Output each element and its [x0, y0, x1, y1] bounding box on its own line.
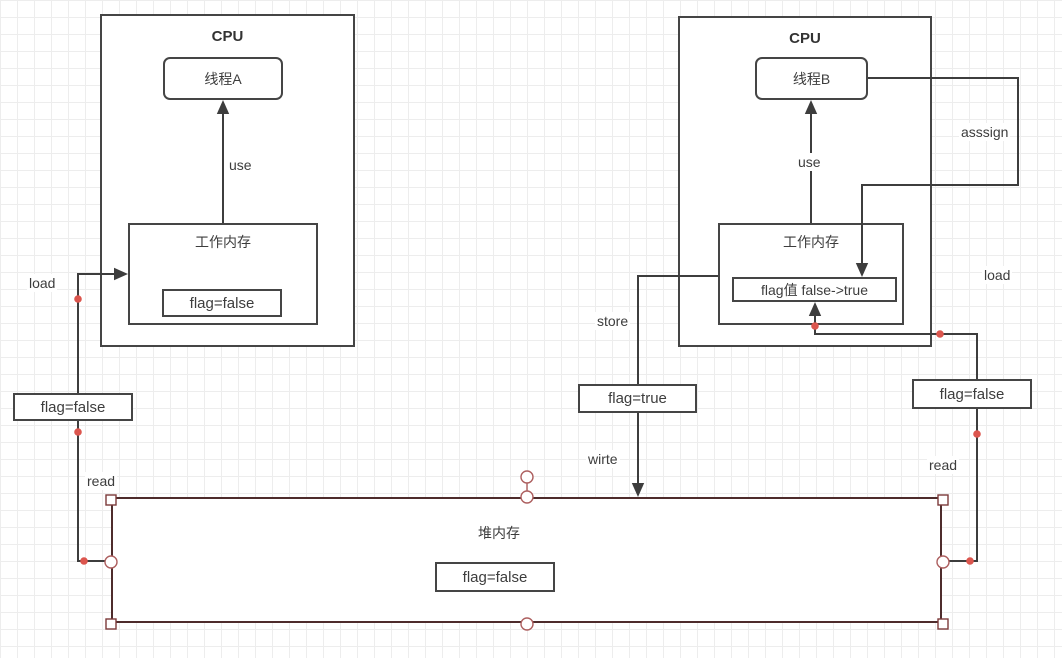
thread-b-node[interactable]: 线程B [755, 57, 868, 100]
waypoint-dot[interactable] [973, 430, 981, 438]
flag-false-right-node[interactable]: flag=false [912, 379, 1032, 409]
selection-handle-e[interactable] [936, 555, 950, 569]
heap-selection-handles [104, 470, 950, 631]
flag-false-left-node[interactable]: flag=false [13, 393, 133, 421]
read-label-left[interactable]: read [85, 472, 118, 490]
flag-true-label: flag=true [608, 390, 667, 407]
flag-false-right-label: flag=false [939, 385, 1005, 403]
rotation-handle[interactable] [520, 470, 534, 484]
assign-label[interactable]: asssign [959, 123, 1011, 141]
waypoint-dot[interactable] [936, 330, 944, 338]
load-label-right[interactable]: load [982, 266, 1013, 284]
working-memory-b-box[interactable]: 工作内存 [718, 223, 904, 325]
store-write-edge[interactable] [631, 275, 718, 497]
heap-memory-box[interactable] [111, 497, 942, 623]
heap-flag-false-node[interactable]: flag=false [435, 562, 555, 592]
working-memory-b-title: 工作内存 [783, 234, 839, 250]
selection-handle-nw[interactable] [105, 494, 117, 506]
waypoint-dot[interactable] [74, 295, 82, 303]
waypoint-dot[interactable] [80, 557, 88, 565]
selection-handle-n[interactable] [520, 490, 534, 504]
read-label-right[interactable]: read [927, 456, 960, 474]
flag-false-node-a[interactable]: flag=false [162, 289, 282, 317]
use-label-b[interactable]: use [796, 153, 823, 171]
thread-b-label: 线程B [792, 70, 831, 87]
use-arrow-a[interactable] [216, 100, 230, 223]
cpu-a-title: CPU [211, 28, 244, 45]
working-memory-a-title: 工作内存 [195, 234, 251, 250]
selection-handle-ne[interactable] [937, 494, 949, 506]
thread-a-node[interactable]: 线程A [163, 57, 283, 100]
selection-handle-sw[interactable] [105, 618, 117, 630]
flag-true-node[interactable]: flag=true [578, 384, 697, 413]
use-label-a[interactable]: use [227, 156, 254, 174]
waypoint-dot[interactable] [811, 322, 819, 330]
selection-handle-w[interactable] [104, 555, 118, 569]
thread-a-label: 线程A [204, 70, 242, 87]
waypoint-dot[interactable] [966, 557, 974, 565]
flag-value-node-b[interactable]: flag值 false->true [732, 277, 897, 302]
heap-memory-title: 堆内存 [478, 525, 520, 541]
flag-false-node-a-label: flag=false [189, 294, 255, 312]
flag-false-left-label: flag=false [40, 398, 106, 416]
heap-flag-false-label: flag=false [462, 568, 528, 586]
selection-handle-se[interactable] [937, 618, 949, 630]
selection-handle-s[interactable] [520, 617, 534, 631]
assign-edge[interactable] [855, 77, 1019, 277]
cpu-b-title: CPU [789, 30, 821, 47]
waypoint-dot[interactable] [74, 428, 82, 436]
write-label[interactable]: wirte [586, 450, 620, 468]
load-label-left[interactable]: load [27, 274, 58, 292]
store-label[interactable]: store [595, 312, 631, 330]
flag-value-node-b-label: flag值 false->true [761, 281, 868, 298]
edge-waypoint-dots [74, 295, 981, 565]
